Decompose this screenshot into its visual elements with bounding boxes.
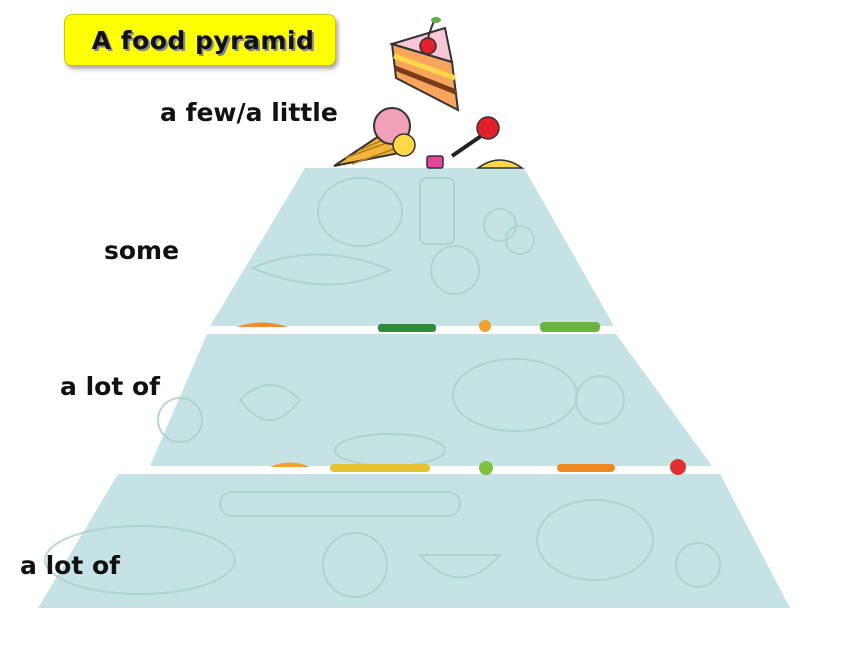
food-peeks	[236, 320, 686, 475]
tier-label-third: a lot of	[60, 372, 161, 401]
pyramid-tier-3	[150, 334, 712, 466]
pyramid-tier-4	[38, 474, 790, 608]
lollipop-icon	[450, 116, 500, 158]
ice-cream-icon	[333, 107, 416, 167]
page-title: A food pyramid	[91, 25, 315, 55]
pyramid-tier-1-and-2	[210, 168, 614, 326]
cheese-icon	[475, 159, 525, 169]
cake-icon	[388, 17, 460, 112]
tier-label-second: some	[104, 236, 180, 265]
bottle-icon	[426, 155, 444, 169]
title-banner: A food pyramid	[64, 14, 336, 66]
tier-label-top: a few/a little	[160, 98, 338, 127]
faint-food-outlines	[44, 177, 721, 598]
tier-label-bottom: a lot of	[20, 551, 121, 580]
